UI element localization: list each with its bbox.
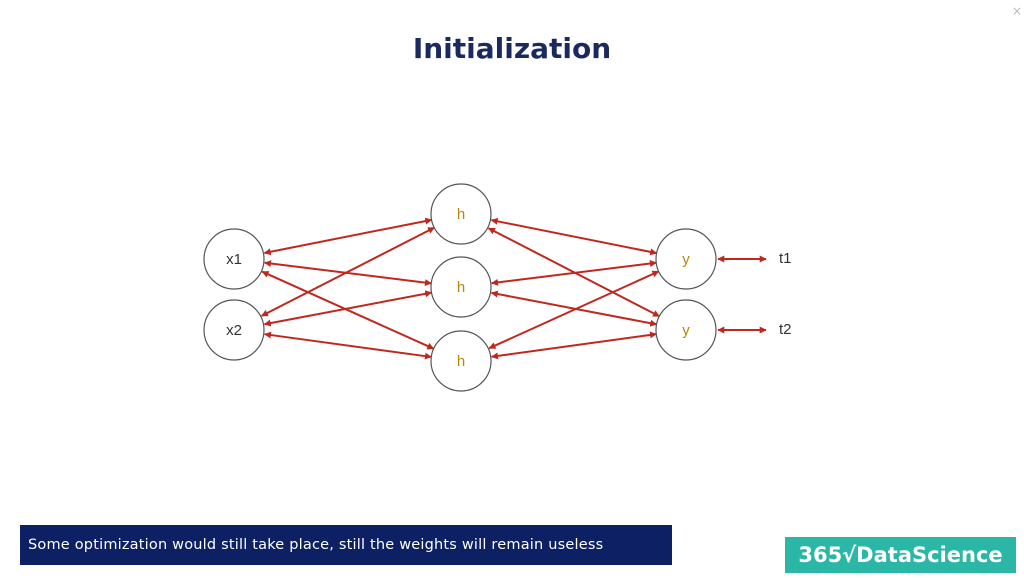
- node-circle-h3: [430, 330, 492, 392]
- node-circle-h2: [430, 256, 492, 318]
- target-label-t1: t1: [779, 250, 792, 267]
- node-label-y1: y: [682, 251, 690, 268]
- node-circle-h1: [430, 183, 492, 245]
- node-label-x1: x1: [226, 251, 242, 268]
- caption-text: Some optimization would still take place…: [28, 537, 604, 553]
- node-label-h3: h: [457, 353, 465, 370]
- edge-h1-x2: [260, 226, 435, 317]
- brand-logo: 365√DataScience: [785, 537, 1016, 573]
- targets-layer: t1 t2: [717, 250, 792, 338]
- edge-y2-h3: [491, 331, 657, 360]
- node-label-h2: h: [457, 279, 465, 296]
- edge-y1-h1: [490, 217, 658, 256]
- slide-title: Initialization: [412, 32, 612, 65]
- node-h2: h: [430, 256, 492, 318]
- node-circle-y2: [655, 299, 717, 361]
- edge-h2-x1: [264, 260, 432, 287]
- node-y1: y: [655, 228, 717, 290]
- node-x2: x2: [203, 299, 265, 361]
- edge-h2-x2: [263, 290, 433, 327]
- node-h3: h: [430, 330, 492, 392]
- node-circle-x2: [203, 299, 265, 361]
- node-label-y2: y: [682, 322, 690, 339]
- caption-banner: Some optimization would still take place…: [20, 525, 672, 565]
- edge-y2-h2: [490, 290, 658, 327]
- node-label-h1: h: [457, 206, 465, 223]
- edge-y2-h1: [487, 227, 660, 318]
- nodes-layer: x1 x2 h h h y y: [203, 183, 717, 392]
- node-y2: y: [655, 299, 717, 361]
- edges-layer: [260, 217, 660, 360]
- target-label-t2: t2: [779, 321, 792, 338]
- node-x1: x1: [203, 228, 265, 290]
- node-h1: h: [430, 183, 492, 245]
- edge-h3-x2: [264, 331, 432, 360]
- node-label-x2: x2: [226, 322, 242, 339]
- edge-h1-x1: [263, 217, 433, 256]
- close-icon[interactable]: ×: [1011, 4, 1022, 18]
- node-circle-x1: [203, 228, 265, 290]
- logo-text: 365√DataScience: [798, 543, 1003, 567]
- node-circle-y1: [655, 228, 717, 290]
